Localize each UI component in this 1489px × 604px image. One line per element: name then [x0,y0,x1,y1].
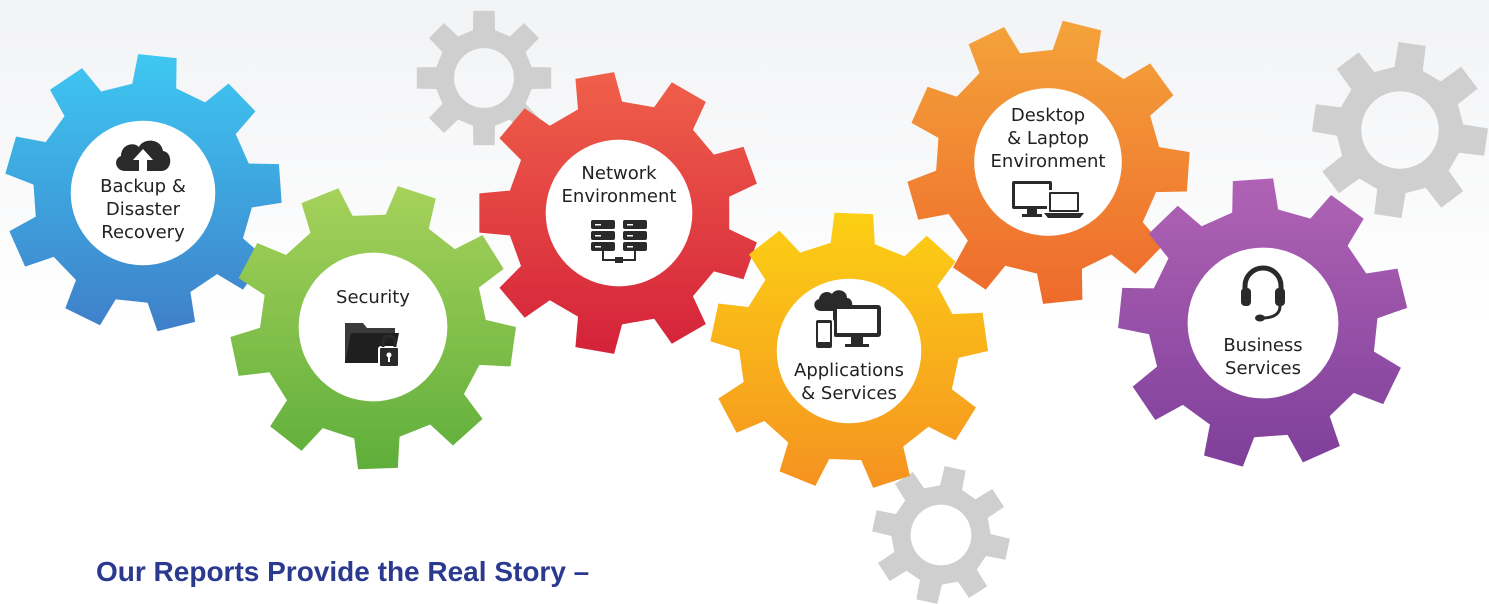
gear-hub [776,278,922,424]
gear-label-line: Network [581,163,657,184]
decorative-gear-shape [1312,42,1488,218]
gear-label-line: Disaster [105,198,181,220]
desktop-laptop-icon [1012,180,1084,218]
locked-folder-icon [345,322,400,368]
gear-label: Desktop & Laptop Environment [976,90,1120,232]
gear-shape [5,54,282,332]
cloud-upload-icon [116,140,171,171]
gear-shape [907,20,1190,304]
gear-shape [1118,178,1408,467]
gear-label-line: & Services [801,383,897,404]
decorative-gear-shape [416,10,552,146]
gear-label: Security [302,266,444,390]
gear-network-environment: Network Environment [478,72,760,354]
decorative-gear-bottom [872,466,1010,604]
gear-label-line: Environment [561,186,677,207]
gear-label-line: Backup & [100,175,186,197]
gear-hub [1187,247,1339,399]
gear-label-line: Services [1225,358,1301,379]
gear-label-line: Desktop [1010,104,1086,126]
gear-shape [230,186,516,470]
cloud-devices-icon [814,290,881,350]
gear-label-line: & Laptop [1007,127,1089,149]
gear-shape [710,212,988,488]
gear-label: Business Services [1192,248,1334,396]
gear-hub [298,252,448,402]
gear-desktop-laptop-environment: Desktop & Laptop Environment [906,20,1190,304]
headline: Our Reports Provide the Real Story – [96,556,590,587]
gear-label-line: Applications [794,360,904,381]
gear-hub [974,88,1122,236]
gear-label: Backup & Disaster Recovery [74,126,212,252]
servers-icon [591,220,647,263]
gear-backup-disaster-recovery: Backup & Disaster Recovery [4,54,282,332]
gear-security: Security [230,184,516,470]
gear-applications-services: Applications & Services [710,212,988,490]
gear-hub [545,139,693,287]
gear-label-line: Security [336,286,410,308]
gear-label: Applications & Services [778,282,920,412]
gear-label-line: Environment [990,150,1106,172]
gear-hub [70,120,216,266]
decorative-gear-right [1312,42,1488,218]
gear-label: Network Environment [548,148,690,278]
headset-icon [1241,265,1285,322]
gear-label-line: Recovery [101,221,185,243]
decorative-gear-top [416,10,552,146]
gear-shape [479,72,757,354]
decorative-gear-shape [872,466,1010,604]
gear-business-services: Business Services [1118,178,1408,468]
gear-label-line: Business [1223,335,1303,356]
